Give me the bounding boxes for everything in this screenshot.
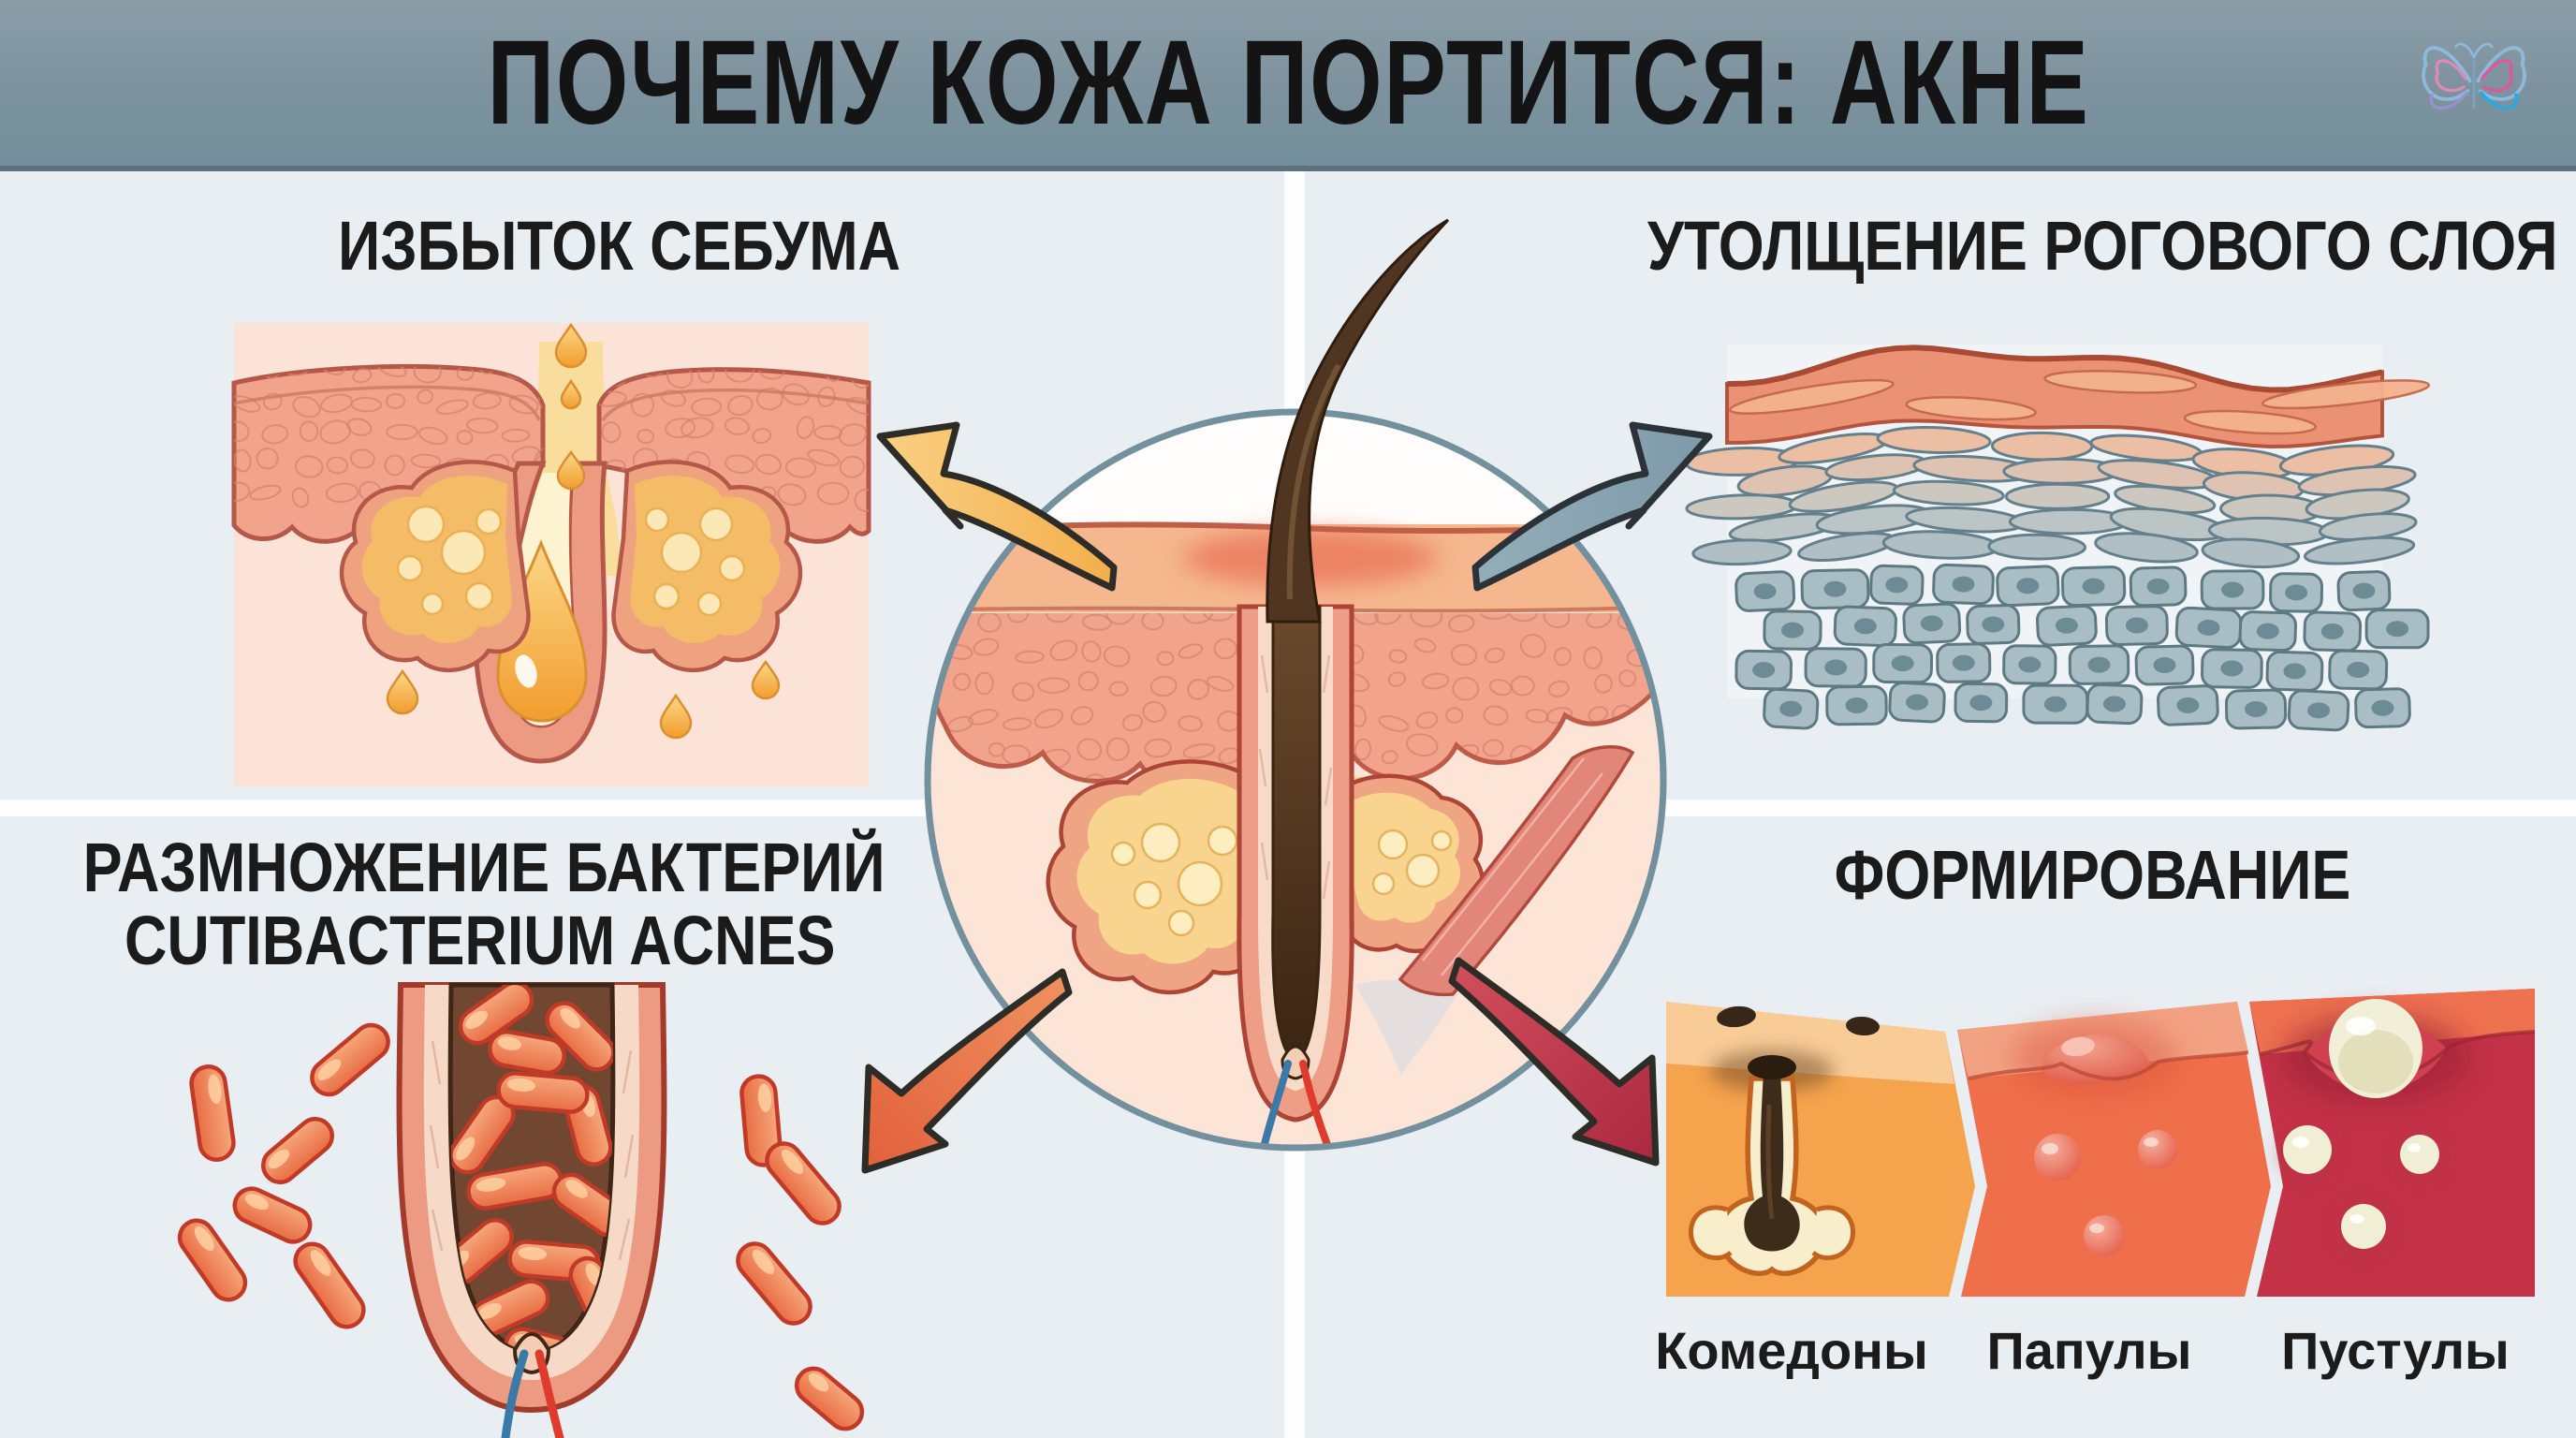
bacteria-illustration (177, 982, 865, 1438)
bacteria-rods-outside (177, 1022, 865, 1431)
heading-formation: ФОРМИРОВАНИЕ (1835, 836, 2351, 914)
butterfly-logo-icon (2422, 42, 2526, 110)
arrow-to-corneum-icon (1471, 421, 1713, 592)
corneum-cells (1684, 425, 2430, 732)
sebum-gland-left (339, 460, 531, 672)
panel-papules (1957, 1002, 2271, 1297)
label-pustules: Пустулы (2281, 1321, 2510, 1380)
heading-bacteria: РАЗМНОЖЕНИЕ БАКТЕРИЙ CUTIBACTERIUM ACNES (82, 829, 886, 979)
heading-sebum: ИЗБЫТОК СЕБУМА (338, 207, 901, 285)
arrow-to-bacteria-icon (861, 968, 1073, 1174)
panel-pustules (2249, 989, 2536, 1297)
vein-blue (501, 1349, 529, 1438)
hair-shaft (1266, 218, 1450, 624)
header-bar: ПОЧЕМУ КОЖА ПОРТИТСЯ: АКНЕ (0, 0, 2576, 171)
arrector-pili-muscle (1355, 745, 1635, 1075)
comedone-plug (1744, 1071, 1800, 1252)
sebum-gland-right (611, 460, 803, 672)
label-comedones: Комедоны (1655, 1321, 1928, 1380)
bacteria-rods-inside (450, 985, 613, 1350)
sebaceous-gland-left (1046, 759, 1274, 995)
arrow-to-formation-icon (1448, 957, 1660, 1167)
sebaceous-gland-right (1326, 773, 1486, 954)
formation-illustration (1666, 989, 2536, 1297)
sebum-droplets (386, 322, 781, 740)
corneum-illustration (1684, 345, 2431, 732)
sebum-illustration (231, 322, 871, 786)
follicle-diagram (861, 218, 1713, 1174)
corneum-surface-band (1725, 345, 2431, 449)
vein-red (534, 1349, 564, 1438)
arrow-to-sebum-icon (876, 421, 1118, 592)
page-title: ПОЧЕМУ КОЖА ПОРТИТСЯ: АКНЕ (486, 16, 2090, 150)
hair-follicle (1237, 604, 1354, 1148)
circle-outline (924, 408, 1667, 1152)
label-papules: Папулы (1986, 1321, 2192, 1380)
heading-corneum: УТОЛЩЕНИЕ РОГОВОГО СЛОЯ (1647, 207, 2558, 285)
panel-comedones (1666, 1002, 1975, 1297)
